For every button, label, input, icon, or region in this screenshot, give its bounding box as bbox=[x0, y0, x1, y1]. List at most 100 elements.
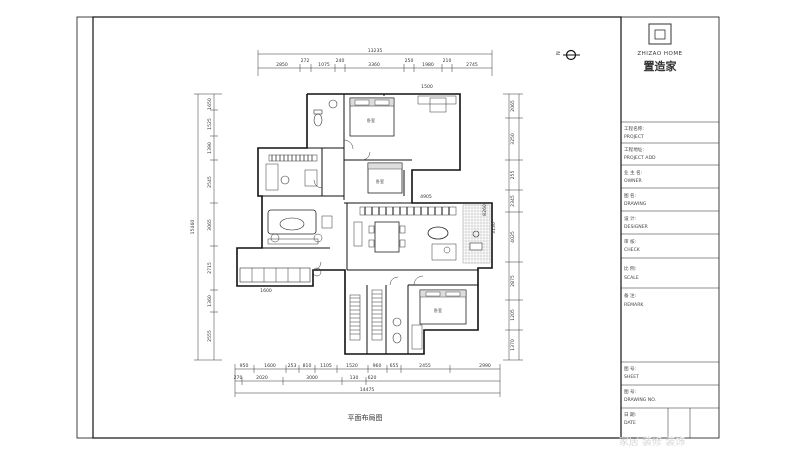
tb-label: 设 计: bbox=[624, 215, 637, 222]
dim-bottom: 2455 bbox=[419, 363, 431, 369]
dim-left: 1360 bbox=[207, 295, 213, 307]
sink-icon bbox=[469, 242, 483, 251]
tb-value: OWNER bbox=[624, 178, 642, 184]
tb-value: REMARK bbox=[624, 302, 644, 308]
dim-left: 1390 bbox=[207, 142, 213, 154]
drawing-frame bbox=[92, 16, 622, 439]
dim-bottom: 1600 bbox=[264, 363, 276, 369]
dim-right: 2065 bbox=[510, 100, 516, 112]
dim-inner: 1500 bbox=[421, 84, 433, 90]
dim-bottom: 2990 bbox=[479, 363, 491, 369]
dim-inner: 1600 bbox=[260, 288, 272, 294]
tb-value: PROJECT ADD bbox=[624, 155, 656, 161]
dining-area bbox=[353, 221, 406, 253]
tea-area bbox=[427, 226, 457, 261]
dim-left-total: 15460 bbox=[190, 220, 196, 235]
chair-icon bbox=[280, 175, 290, 185]
bathroom-bottom bbox=[392, 317, 423, 350]
tb-field-sheet: 图 号: SHEET bbox=[624, 366, 639, 380]
hall-cabinets bbox=[239, 267, 322, 283]
dim-right: 2345 bbox=[510, 195, 516, 207]
bed-middle: 卧室 bbox=[367, 162, 403, 194]
title-block: ZHIZAO HOME 置造家 工程名称: PROJECT 工程地址: PROJ… bbox=[621, 23, 719, 438]
tb-field-remark: 备 注: REMARK bbox=[624, 292, 644, 308]
dim-top: 272 bbox=[301, 58, 310, 64]
dining-table-icon bbox=[374, 221, 400, 253]
basin-icon bbox=[328, 99, 338, 109]
dim-left: 2715 bbox=[207, 262, 213, 274]
right-dimensions bbox=[503, 93, 523, 361]
tb-label: 比 例: bbox=[624, 265, 637, 272]
bed-top: 卧室 bbox=[349, 97, 395, 137]
tb-value: DRAWING bbox=[624, 201, 647, 207]
closet-rails bbox=[349, 289, 383, 341]
dim-bottom: 270 bbox=[234, 375, 243, 381]
dim-top: 210 bbox=[443, 58, 452, 64]
dim-right: 3250 bbox=[510, 133, 516, 145]
tb-field-scale: 比 例: SCALE bbox=[624, 265, 639, 281]
room-label: 卧室 bbox=[434, 307, 442, 313]
tb-label: 业 主 名: bbox=[624, 169, 643, 176]
watermark: 家居 装修 装饰 bbox=[619, 435, 685, 448]
tb-value: DRAWING NO. bbox=[624, 397, 656, 403]
tv-cabinet bbox=[267, 238, 319, 245]
dim-right: 4025 bbox=[510, 231, 516, 243]
top-dimensions bbox=[257, 50, 493, 76]
tb-label: 工程地址: bbox=[624, 146, 644, 153]
dim-bottom: 950 bbox=[240, 363, 249, 369]
dim-top: 240 bbox=[336, 58, 345, 64]
dim-bottom: 2020 bbox=[256, 375, 268, 381]
tb-label: 日 期: bbox=[624, 412, 637, 418]
tb-value: CHECK bbox=[624, 247, 641, 253]
dim-bottom: 1105 bbox=[320, 363, 332, 369]
basin-icon bbox=[392, 317, 402, 327]
toilet-icon bbox=[313, 113, 323, 127]
dim-left: 1650 bbox=[207, 98, 213, 110]
dim-right: 255 bbox=[510, 171, 516, 180]
dim-left: 2555 bbox=[207, 330, 213, 342]
logo-inner bbox=[654, 29, 666, 40]
dim-inner: 3130 bbox=[491, 222, 497, 234]
dim-left: 3065 bbox=[207, 219, 213, 231]
bottom-dimensions bbox=[234, 364, 501, 397]
dim-bottom-total: 14475 bbox=[360, 387, 375, 393]
dim-bottom: 810 bbox=[303, 363, 312, 369]
dim-left: 1525 bbox=[207, 118, 213, 130]
dim-top: 250 bbox=[405, 58, 414, 64]
kitchen-tiles bbox=[462, 204, 491, 264]
dim-inner: 8260 bbox=[482, 204, 488, 216]
tb-label: 审 核: bbox=[624, 238, 637, 245]
tb-field-drawing: 图 名: DRAWING bbox=[624, 192, 647, 207]
dim-right: 1370 bbox=[510, 339, 516, 351]
tb-field-project: 工程名称: PROJECT bbox=[624, 125, 644, 140]
cabinet-strip bbox=[359, 206, 457, 216]
dim-bottom: 3000 bbox=[306, 375, 318, 381]
dim-right: 2875 bbox=[510, 275, 516, 287]
dim-bottom: 1520 bbox=[346, 363, 358, 369]
room-label: 卧室 bbox=[376, 178, 384, 184]
dim-top: 3360 bbox=[368, 62, 380, 68]
wardrobe-top-right bbox=[417, 95, 457, 105]
dim-inner: 4905 bbox=[420, 194, 432, 200]
dim-left: 2545 bbox=[207, 176, 213, 188]
tb-label: 图 名: bbox=[624, 192, 637, 199]
dim-bottom: 130 bbox=[350, 375, 359, 381]
tb-field-address: 工程地址: PROJECT ADD bbox=[624, 146, 656, 161]
tb-value: SCALE bbox=[624, 275, 639, 281]
brand-cn: 置造家 bbox=[644, 59, 678, 73]
door-swings bbox=[312, 139, 424, 286]
tb-field-date: 日 期: DATE bbox=[624, 412, 637, 426]
desk-icon bbox=[265, 163, 279, 191]
room-label: 卧室 bbox=[367, 117, 375, 123]
bathroom-top bbox=[313, 99, 338, 127]
dim-right: 1205 bbox=[510, 309, 516, 321]
dim-bottom: 620 bbox=[368, 375, 377, 381]
toilet-icon bbox=[392, 332, 402, 344]
plant-icon bbox=[270, 233, 280, 243]
dim-top: 2850 bbox=[276, 62, 288, 68]
tb-label: 图 号: bbox=[624, 366, 637, 372]
north-label: N bbox=[556, 51, 562, 55]
tb-field-check: 审 核: CHECK bbox=[624, 238, 641, 253]
coffee-table-icon bbox=[279, 217, 305, 231]
